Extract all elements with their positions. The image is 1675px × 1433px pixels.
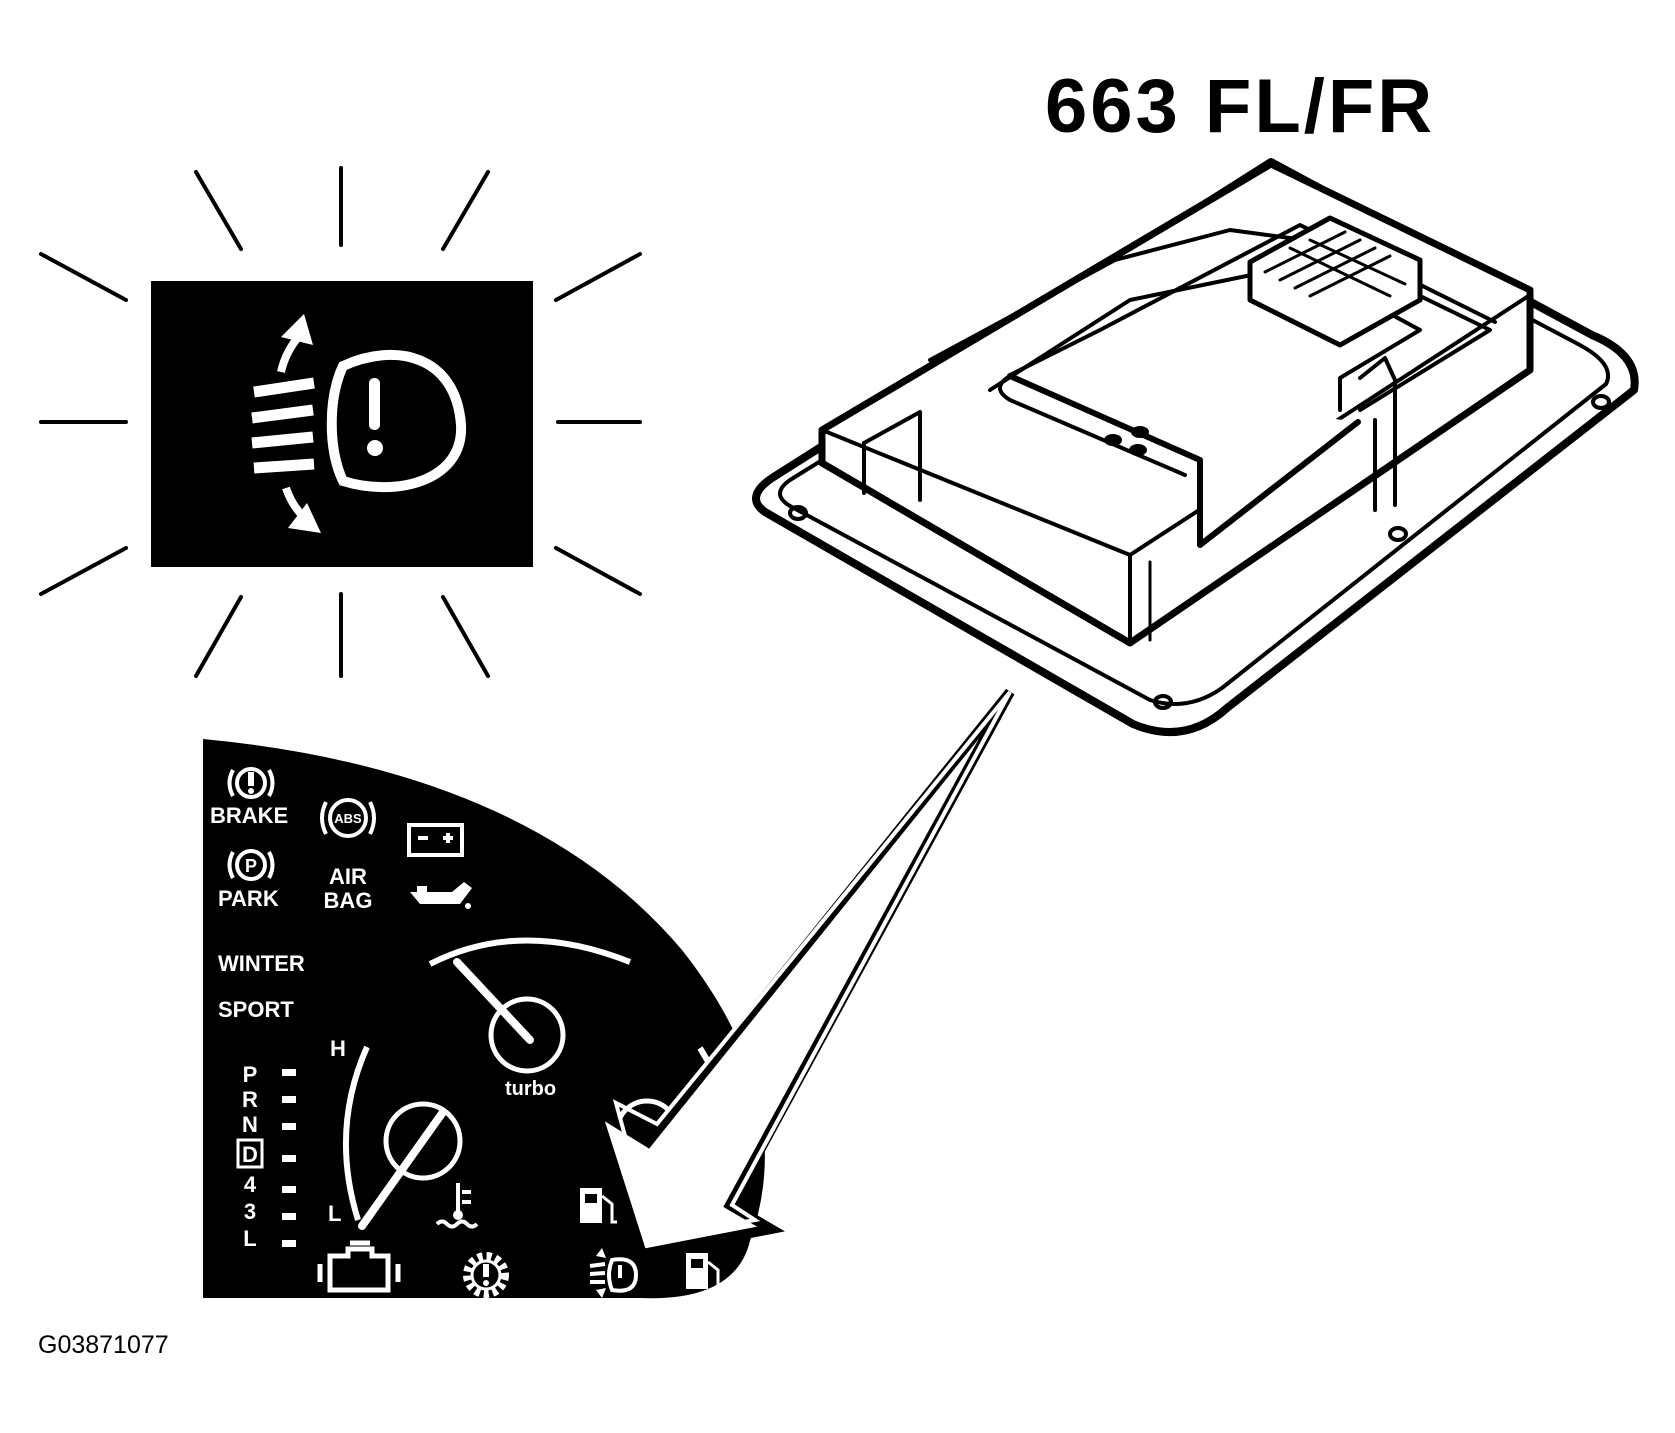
transmission-fault-icon (463, 1252, 509, 1298)
figure-id: G03871077 (38, 1331, 169, 1359)
glow-rays (39, 166, 642, 678)
airbag-label-2: BAG (324, 888, 373, 913)
oil-pressure-icon (410, 882, 472, 909)
fuel-pump-icon (580, 1188, 617, 1224)
airbag-label-1: AIR (329, 864, 367, 889)
gear-p: P (243, 1062, 258, 1087)
warning-lamp-panel (151, 281, 533, 567)
gear-dashes (282, 1069, 296, 1247)
winter-label: WINTER (218, 951, 305, 976)
brake-warning-icon (227, 767, 275, 799)
coolant-temperature-icon (435, 1183, 479, 1229)
park-brake-icon: P (227, 849, 275, 881)
sport-label: SPORT (218, 997, 294, 1022)
warning-lamp (39, 166, 642, 678)
turbo-label: turbo (505, 1078, 556, 1100)
temp-low-label: L (328, 1201, 341, 1226)
temp-high-label: H (330, 1036, 346, 1061)
fuel-pump-icon (686, 1253, 722, 1289)
gear-r: R (242, 1087, 258, 1112)
park-label: PARK (218, 886, 279, 911)
headlamp-leveling-warning-icon (251, 314, 467, 533)
park-symbol: P (245, 856, 257, 876)
module-label-dots (1104, 426, 1149, 456)
selected-gear-box (236, 1138, 264, 1169)
gear-3: 3 (244, 1199, 256, 1224)
gear-indicator: P R N D 4 3 L (236, 1062, 296, 1251)
battery-icon (407, 823, 464, 857)
temperature-gauge: H L (328, 1036, 479, 1230)
gear-4: 4 (244, 1172, 257, 1197)
check-engine-icon (317, 1240, 401, 1293)
gear-n: N (242, 1112, 258, 1137)
diagram-title: 663 FL/FR (1045, 64, 1435, 149)
callout-arrow (587, 688, 1015, 1260)
control-module-illustration (752, 158, 1639, 737)
brake-label: BRAKE (210, 803, 288, 828)
gear-l: L (243, 1226, 256, 1251)
gear-d: D (242, 1142, 258, 1167)
abs-icon: ABS (320, 798, 376, 838)
headlamp-leveling-icon (589, 1248, 639, 1298)
abs-label: ABS (334, 811, 362, 826)
turbo-gauge: turbo (428, 937, 632, 1100)
